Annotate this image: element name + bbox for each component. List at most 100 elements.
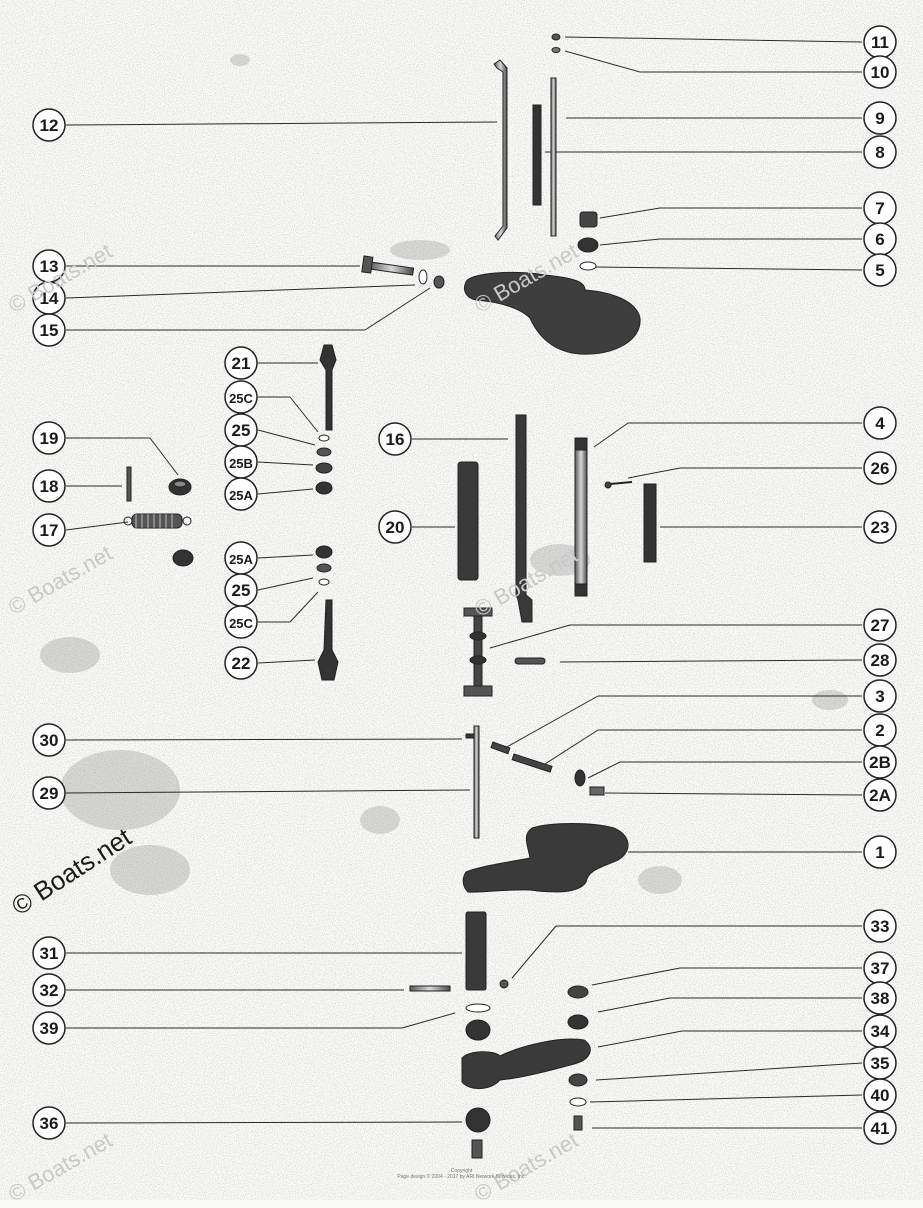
svg-text:30: 30 [40,731,59,750]
part-2-pin [511,753,553,773]
callout-25a-upper: 25A [224,477,258,511]
callout-12: 12 [32,108,66,142]
svg-text:12: 12 [40,116,59,135]
callout-13: 13 [32,249,66,283]
svg-text:33: 33 [871,917,890,936]
svg-text:4: 4 [875,414,885,433]
part-34-arm [461,1038,591,1089]
part-21-rod [319,344,337,431]
part-33-nut [499,979,509,989]
part-32-bolt [409,985,451,992]
svg-text:7: 7 [875,199,884,218]
part-4-tube [574,437,588,597]
svg-text:8: 8 [875,143,884,162]
part-27-link [463,607,493,697]
callout-28: 28 [863,643,897,677]
part-17-spring [123,513,192,529]
footer-line-1: Copyright [450,1168,473,1174]
svg-text:25A: 25A [229,552,253,567]
svg-text:13: 13 [40,257,59,276]
svg-text:22: 22 [232,654,251,673]
part-40-washer [569,1097,587,1107]
bottom-screw [471,1139,483,1159]
callout-8: 8 [863,135,897,169]
part-38-bushing [567,1014,589,1030]
part-11-nut [551,33,561,41]
part-3-pin [490,741,511,755]
svg-text:20: 20 [386,518,405,537]
part-22-rod [317,599,339,681]
svg-text:34: 34 [871,1022,890,1041]
callout-40: 40 [863,1078,897,1112]
svg-text:37: 37 [871,959,890,978]
svg-text:6: 6 [875,230,884,249]
part-10-washer [551,47,561,53]
callout-2: 2 [863,713,897,747]
callout-3: 3 [863,679,897,713]
svg-text:21: 21 [232,354,251,373]
callout-37: 37 [863,951,897,985]
svg-text:36: 36 [40,1114,59,1133]
callout-27: 27 [863,608,897,642]
callout-labels: 11 10 12 9 8 7 6 5 13 14 15 21 25C 25 25… [32,25,897,1145]
svg-text:28: 28 [871,651,890,670]
callout-6: 6 [863,222,897,256]
part-41-screw [573,1115,583,1131]
svg-text:15: 15 [40,321,59,340]
upper-bracket [463,271,641,355]
callout-25a-lower: 25A [224,541,258,575]
callout-32: 32 [32,973,66,1007]
callout-23: 23 [863,510,897,544]
svg-text:14: 14 [40,289,59,308]
parts [123,33,657,1159]
svg-text:16: 16 [386,430,405,449]
part-23-sleeve [643,483,657,563]
callout-33: 33 [863,909,897,943]
svg-text:2A: 2A [869,786,891,805]
callout-16: 16 [378,422,412,456]
callout-25b: 25B [224,445,258,479]
callout-20: 20 [378,510,412,544]
part-20-sleeve [457,461,479,581]
callout-18: 18 [32,469,66,503]
svg-text:25: 25 [232,581,251,600]
part-18-pin [126,466,132,502]
part-7-bushing [579,211,598,228]
svg-text:29: 29 [40,784,59,803]
callout-19: 19 [32,421,66,455]
svg-text:10: 10 [871,63,890,82]
part-16-shaft [515,414,533,623]
svg-text:32: 32 [40,981,59,1000]
svg-text:41: 41 [871,1119,890,1138]
svg-text:38: 38 [871,989,890,1008]
svg-text:25C: 25C [229,616,253,631]
svg-text:25B: 25B [229,456,253,471]
svg-text:40: 40 [871,1086,890,1105]
part-37-bushing [567,985,589,999]
svg-text:25C: 25C [229,391,253,406]
svg-text:2: 2 [875,721,884,740]
footer-copyright: Copyright Page design © 2004 - 2017 by A… [0,1168,923,1180]
callout-7: 7 [863,191,897,225]
part-15-nut [433,275,445,289]
callout-31: 31 [32,936,66,970]
svg-text:19: 19 [40,429,59,448]
svg-text:23: 23 [871,518,890,537]
callout-2a: 2A [863,778,897,812]
callout-29: 29 [32,776,66,810]
callout-36: 36 [32,1106,66,1140]
part-5-washer [579,261,597,271]
svg-text:31: 31 [40,944,59,963]
callout-35: 35 [863,1046,897,1080]
part-12-rod [493,59,508,241]
part-1-arm [462,823,629,893]
part-2b-washer [574,769,586,787]
callout-4: 4 [863,406,897,440]
callout-34: 34 [863,1014,897,1048]
callout-10: 10 [863,55,897,89]
svg-text:11: 11 [871,33,889,52]
callout-21: 21 [224,346,258,380]
callout-39: 39 [32,1011,66,1045]
svg-text:17: 17 [40,521,59,540]
